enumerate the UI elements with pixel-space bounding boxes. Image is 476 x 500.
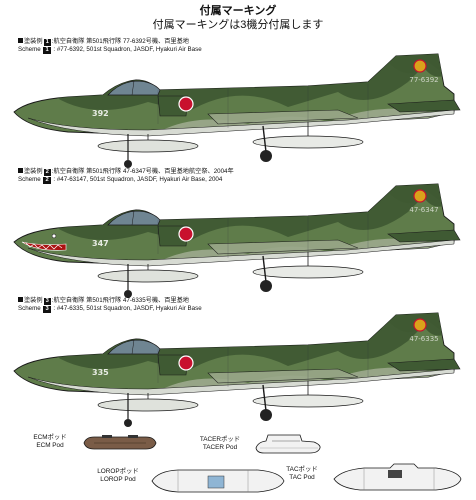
tacer-pod-label: TACERポッド TACER Pod: [185, 436, 255, 451]
aircraft-profile-1: 77-6392 392: [13, 53, 461, 168]
nose-number: 335: [92, 368, 109, 377]
scheme-en-prefix: Scheme: [18, 176, 41, 183]
scheme-en-text: #47-63147, 501st Squadron, JASDF, Hyakur…: [56, 176, 223, 183]
lorop-pod-drawing: [151, 469, 285, 493]
ecm-pod-drawing: [83, 435, 157, 450]
canopy: [107, 80, 161, 96]
tacer-pod-drawing: [255, 434, 321, 454]
tacer-pod-en: TACER Pod: [202, 443, 238, 451]
center-fuel-tank: [97, 269, 199, 283]
horizontal-stabilizer: [387, 99, 461, 113]
scheme-badge: 3: [43, 298, 51, 305]
scheme-en-text: #77-6392, 501st Squadron, JASDF, Hyakuri…: [56, 46, 202, 53]
scheme-jp-prefix: 塗装例: [24, 297, 43, 304]
scheme-badge: 1: [43, 47, 51, 54]
bullet-square-icon: [18, 38, 23, 43]
aircraft-profile-2: 47-6347 347: [13, 183, 461, 298]
main-gear: [262, 125, 267, 153]
nose-wheel: [124, 290, 132, 298]
main-wheel: [260, 150, 272, 162]
bullet-square-icon: [18, 297, 23, 302]
lorop-pod-label: LOROPポッド LOROP Pod: [88, 468, 148, 483]
scheme-jp-text: :航空自衛隊 第501飛行隊 47-6335号機、百里基地: [51, 297, 189, 304]
page-subtitle: 付属マーキングは3機分付属します: [152, 19, 324, 31]
center-fuel-tank: [97, 139, 199, 153]
shark-teeth: [25, 242, 63, 250]
hinomaru-roundel: [178, 355, 194, 371]
squadron-emblem: [413, 189, 427, 203]
wing: [207, 368, 359, 384]
lorop-pod-jp: LOROPポッド: [97, 468, 139, 475]
wing: [207, 109, 359, 125]
main-wheel: [260, 280, 272, 292]
tail-code: 47-6335: [409, 335, 438, 343]
tac-pod-drawing: [333, 463, 462, 491]
canopy: [107, 339, 161, 355]
main-gear: [262, 384, 267, 412]
ecm-pod-jp: ECMポッド: [33, 434, 67, 441]
canopy: [107, 210, 161, 226]
tail-code: 47-6347: [409, 206, 438, 214]
center-fuel-tank: [97, 398, 199, 412]
shark-eye: [51, 233, 57, 239]
main-gear: [262, 255, 267, 283]
squadron-emblem: [413, 318, 427, 332]
scheme-badge: 2: [43, 169, 51, 176]
belly-panel: [27, 239, 455, 267]
squadron-emblem: [413, 59, 427, 73]
horizontal-stabilizer: [387, 229, 461, 243]
tac-pod-en: TAC Pod: [289, 473, 315, 481]
nose-number: 347: [92, 239, 109, 248]
bullet-square-icon: [18, 168, 23, 173]
ecm-pod-label: ECMポッド ECM Pod: [20, 434, 80, 449]
lorop-pod-en: LOROP Pod: [100, 475, 136, 483]
scheme-badge: 2: [43, 177, 51, 184]
scheme-jp-prefix: 塗装例: [24, 168, 43, 175]
horizontal-stabilizer: [387, 358, 461, 372]
hinomaru-roundel: [178, 226, 194, 242]
wing: [207, 239, 359, 255]
scheme-jp-prefix: 塗装例: [24, 38, 43, 45]
aircraft-profile-3: 47-6335 335: [13, 312, 461, 427]
hinomaru-roundel: [178, 96, 194, 112]
tacer-pod-jp: TACERポッド: [199, 436, 241, 443]
tac-pod-label: TACポッド TAC Pod: [272, 466, 332, 481]
scheme-jp-text: :航空自衛隊 第501飛行隊 47-6347号機、百里基地航空祭、2004年: [51, 168, 234, 175]
wing-fuel-tank: [252, 394, 364, 408]
scheme-en-text: #47-6335, 501st Squadron, JASDF, Hyakuri…: [56, 305, 202, 312]
belly-panel: [27, 109, 455, 137]
ecm-pod-en: ECM Pod: [36, 441, 64, 449]
page-title: 付属マーキング: [199, 5, 277, 17]
nose-wheel: [124, 419, 132, 427]
scheme-badge: 3: [43, 306, 51, 313]
wing-fuel-tank: [252, 265, 364, 279]
scheme-en-prefix: Scheme: [18, 46, 41, 53]
wing-fuel-tank: [252, 135, 364, 149]
scheme-en-prefix: Scheme: [18, 305, 41, 312]
nose-number: 392: [92, 109, 109, 118]
scheme-jp-text: :航空自衛隊 第501飛行隊 77-6392号機、百里基地: [51, 38, 189, 45]
main-wheel: [260, 409, 272, 421]
tail-code: 77-6392: [409, 76, 438, 84]
belly-panel: [27, 368, 455, 396]
scheme-badge: 1: [43, 39, 51, 46]
tac-pod-jp: TACポッド: [286, 466, 318, 473]
nose-wheel: [124, 160, 132, 168]
